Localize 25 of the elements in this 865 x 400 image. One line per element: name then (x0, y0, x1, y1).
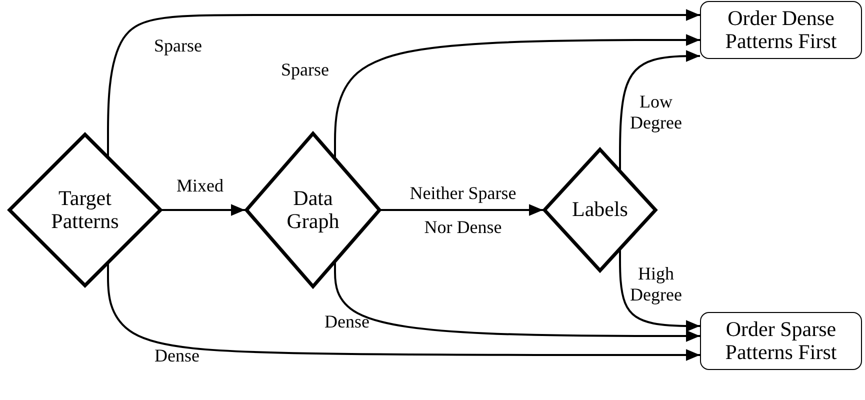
edge-label: Mixed (176, 176, 224, 196)
arrow (107, 9, 700, 156)
arrow (334, 34, 700, 158)
arrow (334, 262, 700, 342)
edge-label: Dense (154, 346, 200, 366)
edge-label: Dense (324, 312, 370, 332)
edge-label: High Degree (629, 263, 683, 305)
process-box (700, 1, 862, 59)
node-label: Target Patterns (50, 186, 120, 234)
node-label: Order Sparse Patterns First (724, 318, 838, 364)
edge-label: Sparse (154, 36, 202, 56)
edge-label: Sparse (281, 60, 329, 80)
decision-diamond (245, 132, 381, 288)
decision-diamond (8, 133, 162, 287)
arrow (162, 204, 245, 216)
edge-label: Neither Sparse Nor Dense (408, 182, 518, 239)
arrow (381, 204, 543, 216)
arrow (107, 264, 700, 361)
process-box (700, 312, 862, 370)
node-label: Labels (571, 198, 629, 222)
arrow (619, 50, 700, 170)
node-label: Order Dense Patterns First (724, 6, 838, 54)
edge-label: Low Degree (629, 91, 683, 133)
arrow (619, 250, 700, 332)
node-label: Data Graph (286, 186, 340, 234)
